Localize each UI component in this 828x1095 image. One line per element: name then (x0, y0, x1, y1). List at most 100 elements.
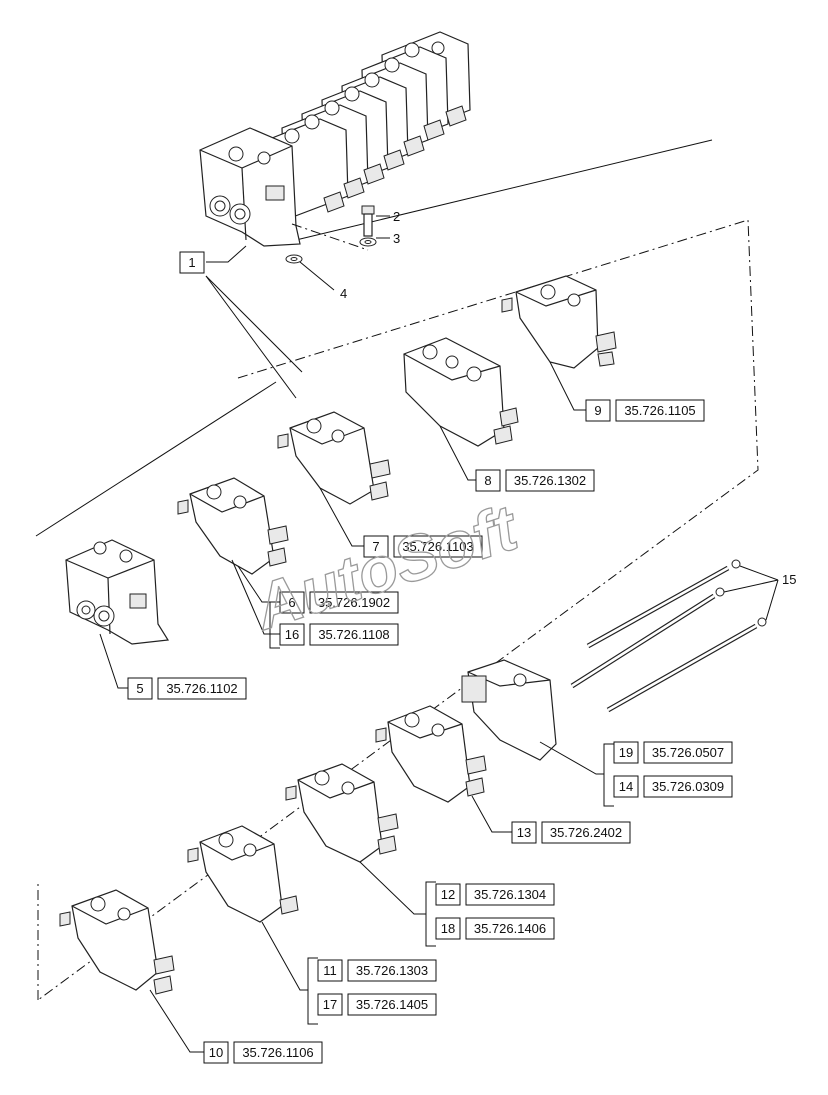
ref-label-6: 6 35.726.1902 (279, 591, 399, 614)
part-code: 35.726.0507 (652, 745, 724, 760)
part-code: 35.726.2402 (550, 825, 622, 840)
ref-number-box (511, 821, 537, 844)
inlet-head (199, 127, 301, 247)
watermark-text: AutoSoft (244, 491, 528, 644)
ref-number-box (203, 1041, 229, 1064)
callout-2: 2 (393, 209, 400, 224)
ref-number: 12 (441, 887, 455, 902)
ref-number-box (279, 623, 305, 646)
ref-label-16: 16 35.726.1108 (279, 623, 399, 646)
callout-4: 4 (340, 286, 347, 301)
tie-rod-centerline (291, 223, 369, 251)
part-code: 35.726.1105 (624, 403, 695, 418)
valve-section-9 (501, 275, 617, 411)
part-code-box (615, 399, 705, 422)
ref-number-box (317, 993, 343, 1016)
ref-number: 5 (136, 681, 143, 696)
ref-number: 9 (594, 403, 601, 418)
ref-number: 8 (484, 473, 491, 488)
stack-slices (261, 31, 471, 219)
callout-15: 15 (782, 572, 796, 587)
ref-label-5: 5 35.726.1102 (127, 677, 247, 700)
part-code-box (157, 677, 247, 700)
ref-number: 7 (372, 539, 379, 554)
part-code-box (309, 623, 399, 646)
part-code-box (347, 993, 437, 1016)
ref-number: 17 (323, 997, 337, 1012)
part-code: 35.726.1304 (474, 887, 546, 902)
ref-label-13: 13 35.726.2402 (511, 821, 631, 844)
part-code-box (393, 535, 483, 558)
tie-rods-part-15: 15 (570, 559, 796, 713)
ref-number: 16 (285, 627, 299, 642)
valve-section-11-17 (187, 825, 308, 991)
part-code: 35.726.1103 (402, 539, 473, 554)
valve-section-12-18 (285, 763, 426, 915)
ref-number-box (585, 399, 611, 422)
ref-number: 6 (288, 595, 295, 610)
ref-number-box (475, 469, 501, 492)
valve-section-10 (59, 889, 204, 1053)
callout-3: 3 (393, 231, 400, 246)
part-code-box (505, 469, 595, 492)
ref-label-18: 18 35.726.1406 (435, 917, 555, 940)
part-code: 35.726.0309 (652, 779, 724, 794)
ref-label-12: 12 35.726.1304 (435, 883, 555, 906)
assembled-valve-block: 2 3 4 (199, 31, 471, 399)
valve-section-8 (403, 337, 519, 481)
bolt-part-2 (361, 205, 375, 237)
ref-number: 14 (619, 779, 633, 794)
valve-section-13 (375, 705, 512, 833)
ref-number: 18 (441, 921, 455, 936)
ref-number-box (279, 591, 305, 614)
part-code-box (233, 1041, 323, 1064)
label-brackets (269, 601, 614, 1025)
part-code-box (541, 821, 631, 844)
ref-number-box (363, 535, 389, 558)
ref-label-11: 11 35.726.1303 (317, 959, 437, 982)
part-code-box (643, 775, 733, 798)
valve-section-19-14-outlet (461, 659, 604, 775)
part-code: 35.726.1102 (166, 681, 237, 696)
ref-number: 11 (323, 963, 337, 978)
ref-number-box (179, 251, 205, 274)
ref-label-9: 9 35.726.1105 (585, 399, 705, 422)
ref-number-box (435, 883, 461, 906)
ref-number: 10 (209, 1045, 223, 1060)
ref-label-7: 7 35.726.1103 (363, 535, 483, 558)
ref-number: 13 (517, 825, 531, 840)
part-code: 35.726.1405 (356, 997, 428, 1012)
ref-number-box (127, 677, 153, 700)
ref-label-14: 14 35.726.0309 (613, 775, 733, 798)
part-code: 35.726.1406 (474, 921, 546, 936)
valve-section-6-16 (177, 477, 289, 635)
part-code: 35.726.1108 (318, 627, 389, 642)
part-code-box (347, 959, 437, 982)
dashdot-group-boundary (37, 219, 759, 1001)
ref-label-10: 10 35.726.1106 (203, 1041, 323, 1064)
part-code: 35.726.1303 (356, 963, 428, 978)
part-code-box (465, 883, 555, 906)
ref-label-19: 19 35.726.0507 (613, 741, 733, 764)
part-code: 35.726.1302 (514, 473, 586, 488)
ref-number: 19 (619, 745, 633, 760)
ref-number: 1 (188, 255, 195, 270)
divider-upper-left (35, 381, 277, 537)
ref-number-box (435, 917, 461, 940)
ref-label-17: 17 35.726.1405 (317, 993, 437, 1016)
ref-number-box (317, 959, 343, 982)
part-code-box (643, 741, 733, 764)
ref-label-8: 8 35.726.1302 (475, 469, 595, 492)
valve-section-7 (277, 411, 391, 547)
ref-label-1: 1 (179, 251, 205, 274)
part-code: 35.726.1902 (318, 595, 390, 610)
part-code: 35.726.1106 (242, 1045, 313, 1060)
ref-number-box (613, 775, 639, 798)
ref-number-box (613, 741, 639, 764)
valve-section-5-inlet (65, 539, 170, 689)
part-code-box (465, 917, 555, 940)
part-code-box (309, 591, 399, 614)
